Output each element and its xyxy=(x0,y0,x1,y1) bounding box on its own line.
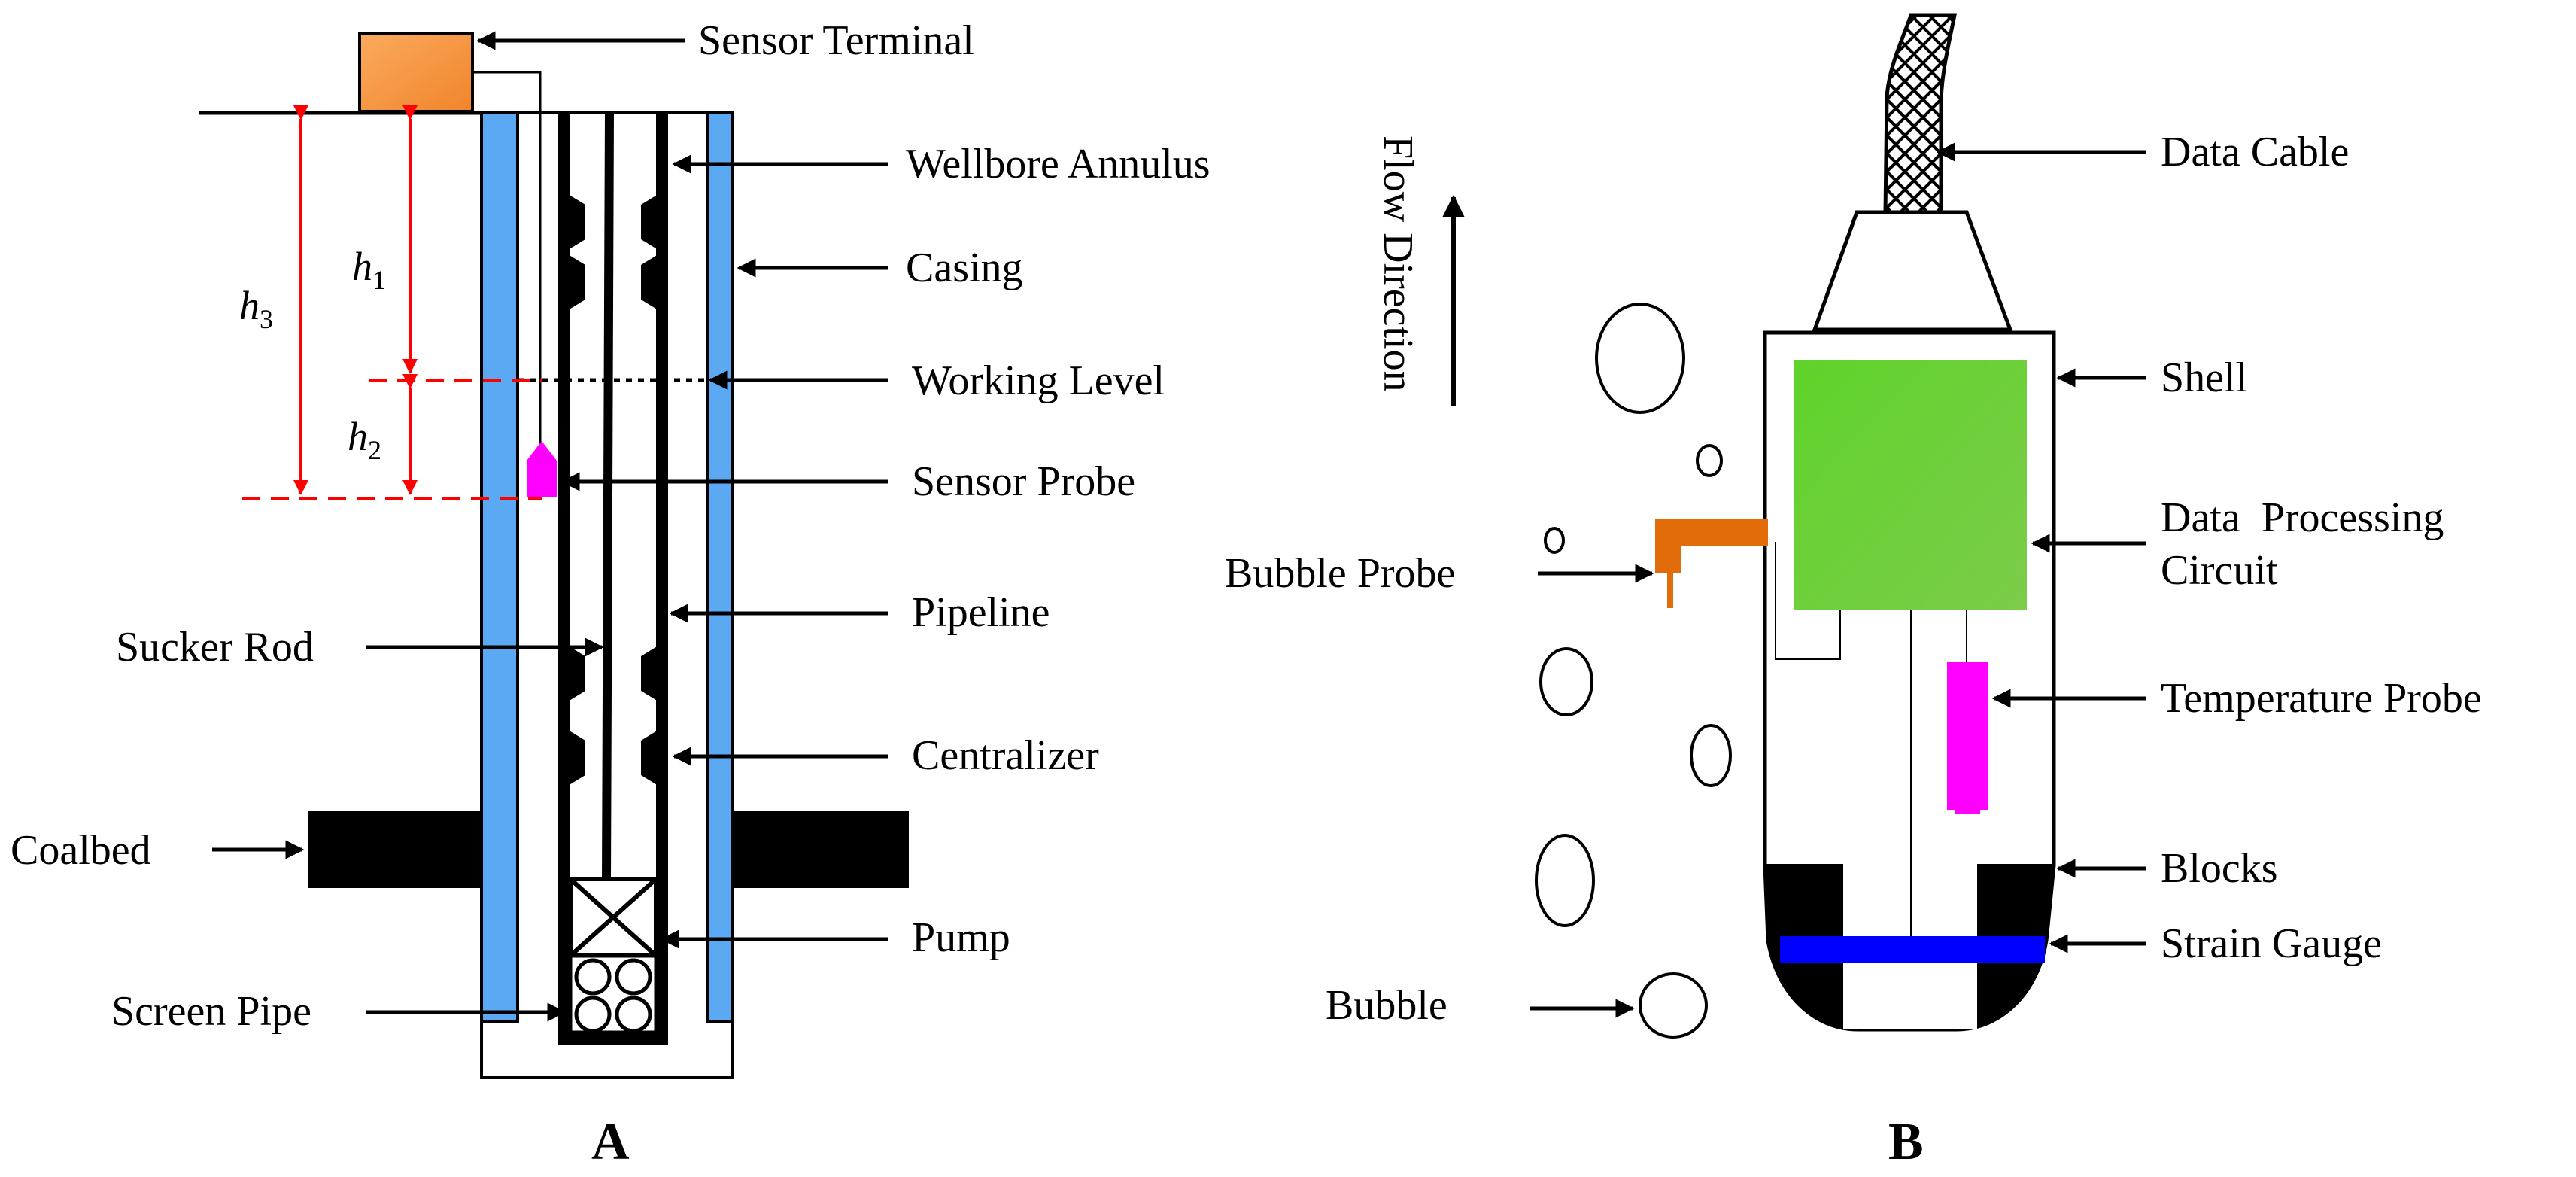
pipeline-bottom xyxy=(558,1033,668,1045)
bubble-probe xyxy=(1655,519,1768,608)
bubbles xyxy=(1535,303,1732,1039)
label-strain-gauge: Strain Gauge xyxy=(2161,920,2382,967)
pipeline-left-wall xyxy=(558,113,570,1045)
bubble xyxy=(1696,444,1723,477)
h2-label: h2 xyxy=(348,414,381,465)
sensor-probe xyxy=(527,441,557,497)
label-bubble-probe: Bubble Probe xyxy=(1225,550,1455,597)
centralizer-group xyxy=(558,188,668,792)
pump xyxy=(568,877,658,958)
pipeline-right-wall xyxy=(656,113,668,1045)
label-temperature-probe: Temperature Probe xyxy=(2161,675,2482,722)
coalbed-left xyxy=(308,811,485,888)
label-centralizer: Centralizer xyxy=(912,732,1099,779)
label-pipeline: Pipeline xyxy=(912,589,1050,636)
label-bubble: Bubble xyxy=(1326,982,1447,1029)
h1-label: h1 xyxy=(352,244,386,295)
data-processing-circuit xyxy=(1794,360,2027,610)
casing-right-wall xyxy=(706,111,734,1023)
bubble xyxy=(1539,647,1593,716)
strain-gauge xyxy=(1780,936,2045,963)
coalbed-right xyxy=(730,811,909,888)
cable-cap xyxy=(1812,210,2013,332)
label-shell: Shell xyxy=(2161,354,2247,401)
panel-a-label: A xyxy=(591,1113,630,1171)
data-cable-body xyxy=(1883,13,1958,216)
label-pump: Pump xyxy=(912,914,1010,961)
blocks-middle-bottom xyxy=(1843,963,1977,1029)
label-coalbed: Coalbed xyxy=(11,827,151,874)
temperature-probe xyxy=(1947,662,1988,814)
label-flow-direction: Flow Direction xyxy=(1375,135,1421,392)
label-working-level: Working Level xyxy=(912,357,1165,404)
panel-a: h1 h2 h3 Sensor Terminal Wellbore Annulu… xyxy=(11,17,1211,1171)
sensor-terminal-box xyxy=(358,32,474,113)
bubble xyxy=(1639,972,1708,1039)
label-data-processing-2: Circuit xyxy=(2161,547,2278,594)
bubble-probe-wire xyxy=(1775,542,1841,660)
bubble xyxy=(1595,303,1685,414)
bubble xyxy=(1535,834,1595,927)
label-data-processing-1: Data Processing xyxy=(2161,494,2444,541)
bubble xyxy=(1690,724,1732,787)
label-data-cable: Data Cable xyxy=(2161,129,2349,175)
label-sucker-rod: Sucker Rod xyxy=(116,624,314,671)
label-casing: Casing xyxy=(906,245,1023,291)
height-measurements xyxy=(242,105,542,500)
screen-pipe xyxy=(568,953,658,1035)
panel-b: Flow Direction xyxy=(1225,13,2482,1171)
panel-b-label: B xyxy=(1888,1113,1924,1171)
label-sensor-probe: Sensor Probe xyxy=(912,458,1135,505)
panel-b-leaders xyxy=(1530,142,2146,1018)
sensor-cable xyxy=(472,71,542,444)
label-screen-pipe: Screen Pipe xyxy=(111,988,311,1035)
label-wellbore-annulus: Wellbore Annulus xyxy=(906,141,1211,187)
bubble xyxy=(1544,527,1565,554)
label-sensor-terminal: Sensor Terminal xyxy=(698,17,974,64)
label-blocks: Blocks xyxy=(2161,845,2278,892)
casing-left-wall xyxy=(480,111,519,1023)
panel-a-leaders xyxy=(212,31,888,1022)
sucker-rod xyxy=(602,112,614,880)
h3-label: h3 xyxy=(239,283,273,334)
